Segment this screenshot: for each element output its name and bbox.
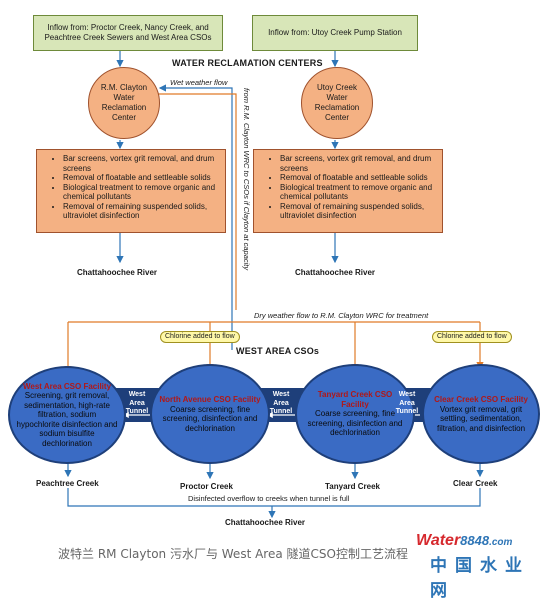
watermark-dotcom: .com [489, 537, 513, 548]
flow-connectors [64, 50, 488, 519]
cso-desc: Screening, grit removal, sedimentation, … [16, 391, 118, 448]
cso-desc: Coarse screening, fine screening, disinf… [162, 404, 258, 433]
river-label-bottom: Chattahoochee River [225, 518, 306, 527]
inflow-box-left: Inflow from: Proctor Creek, Nancy Creek,… [33, 15, 223, 51]
cso-name: Tanyard Creek CSO Facility [317, 390, 393, 409]
wet-weather-label: Wet weather flow [170, 78, 228, 87]
overflow-bracket [67, 488, 481, 507]
watermark-cn: 中国水业网 [430, 556, 530, 600]
cso-desc: Vortex grit removal, grit settling, sedi… [436, 404, 526, 433]
chlorine-badge-b: Chlorine added to flow [432, 331, 512, 343]
cso-north-avenue: North Avenue CSO Facility Coarse screeni… [150, 364, 270, 464]
process-right-item: Removal of floatable and settleable soli… [280, 173, 438, 183]
creek-label-proctor: Proctor Creek [180, 482, 233, 491]
process-right-item: Bar screens, vortex grit removal, and dr… [280, 154, 438, 173]
overflow-to-cso-line [158, 93, 237, 310]
capacity-label: from R.M. Clayton WRC to CSOs if Clayton… [242, 88, 251, 271]
watermark-logo: Water8848.com [416, 532, 512, 552]
cso-name: West Area CSO Facility [22, 381, 112, 391]
inflow-right-label: Inflow from: Utoy Creek Pump Station [268, 28, 402, 37]
chlorine-badge-a: Chlorine added to flow [160, 331, 240, 343]
inflow-box-right: Inflow from: Utoy Creek Pump Station [252, 15, 418, 51]
tunnel-band [68, 388, 488, 422]
cso-name: North Avenue CSO Facility [159, 395, 261, 404]
inflow-left-label: Inflow from: Proctor Creek, Nancy Creek,… [44, 23, 212, 42]
tunnel-label: West Area Tunnel [125, 391, 149, 415]
watermark-water: Water [416, 532, 461, 549]
tunnel-label: West Area Tunnel [269, 391, 293, 415]
figure-caption: 波特兰 RM Clayton 污水厂与 West Area 隧道CSO控制工艺流… [58, 547, 408, 561]
cso-tanyard-creek: Tanyard Creek CSO Facility Coarse screen… [295, 364, 415, 464]
process-left-item: Removal of remaining suspended solids, u… [63, 202, 221, 221]
wrc-utoy-label: Utoy Creek Water Reclamation Center [314, 83, 360, 122]
wet-weather-flow-line [158, 84, 233, 350]
wrc-utoy: Utoy Creek Water Reclamation Center [301, 67, 373, 139]
river-label-right: Chattahoochee River [295, 268, 376, 277]
section-title-cso: WEST AREA CSOs [236, 346, 320, 356]
tunnel-label: West Area Tunnel [395, 391, 419, 415]
dry-weather-label: Dry weather flow to R.M. Clayton WRC for… [254, 311, 429, 320]
process-left-item: Removal of floatable and settleable soli… [63, 173, 221, 183]
process-right-item: Removal of remaining suspended solids, u… [280, 202, 438, 221]
process-box-right: Bar screens, vortex grit removal, and dr… [253, 149, 443, 233]
creek-label-clear: Clear Creek [453, 479, 498, 488]
cso-west-area: West Area CSO Facility Screening, grit r… [8, 366, 126, 464]
creek-label-peachtree: Peachtree Creek [36, 479, 99, 488]
overflow-label: Disinfected overflow to creeks when tunn… [188, 494, 350, 503]
wrc-clayton: R.M. Clayton Water Reclamation Center [88, 67, 160, 139]
process-left-item: Bar screens, vortex grit removal, and dr… [63, 154, 221, 173]
cso-desc: Coarse screening, fine screening, disinf… [307, 409, 403, 438]
watermark-num: 8848 [460, 533, 490, 548]
process-left-item: Biological treatment to remove organic a… [63, 183, 221, 202]
river-label-left: Chattahoochee River [77, 268, 158, 277]
wrc-clayton-label: R.M. Clayton Water Reclamation Center [100, 83, 148, 122]
creek-label-tanyard: Tanyard Creek [325, 482, 380, 491]
process-box-left: Bar screens, vortex grit removal, and dr… [36, 149, 226, 233]
cso-clear-creek: Clear Creek CSO Facility Vortex grit rem… [422, 364, 540, 464]
cso-name: Clear Creek CSO Facility [434, 395, 528, 404]
section-title-wrc: WATER RECLAMATION CENTERS [172, 58, 323, 68]
process-right-item: Biological treatment to remove organic a… [280, 183, 438, 202]
